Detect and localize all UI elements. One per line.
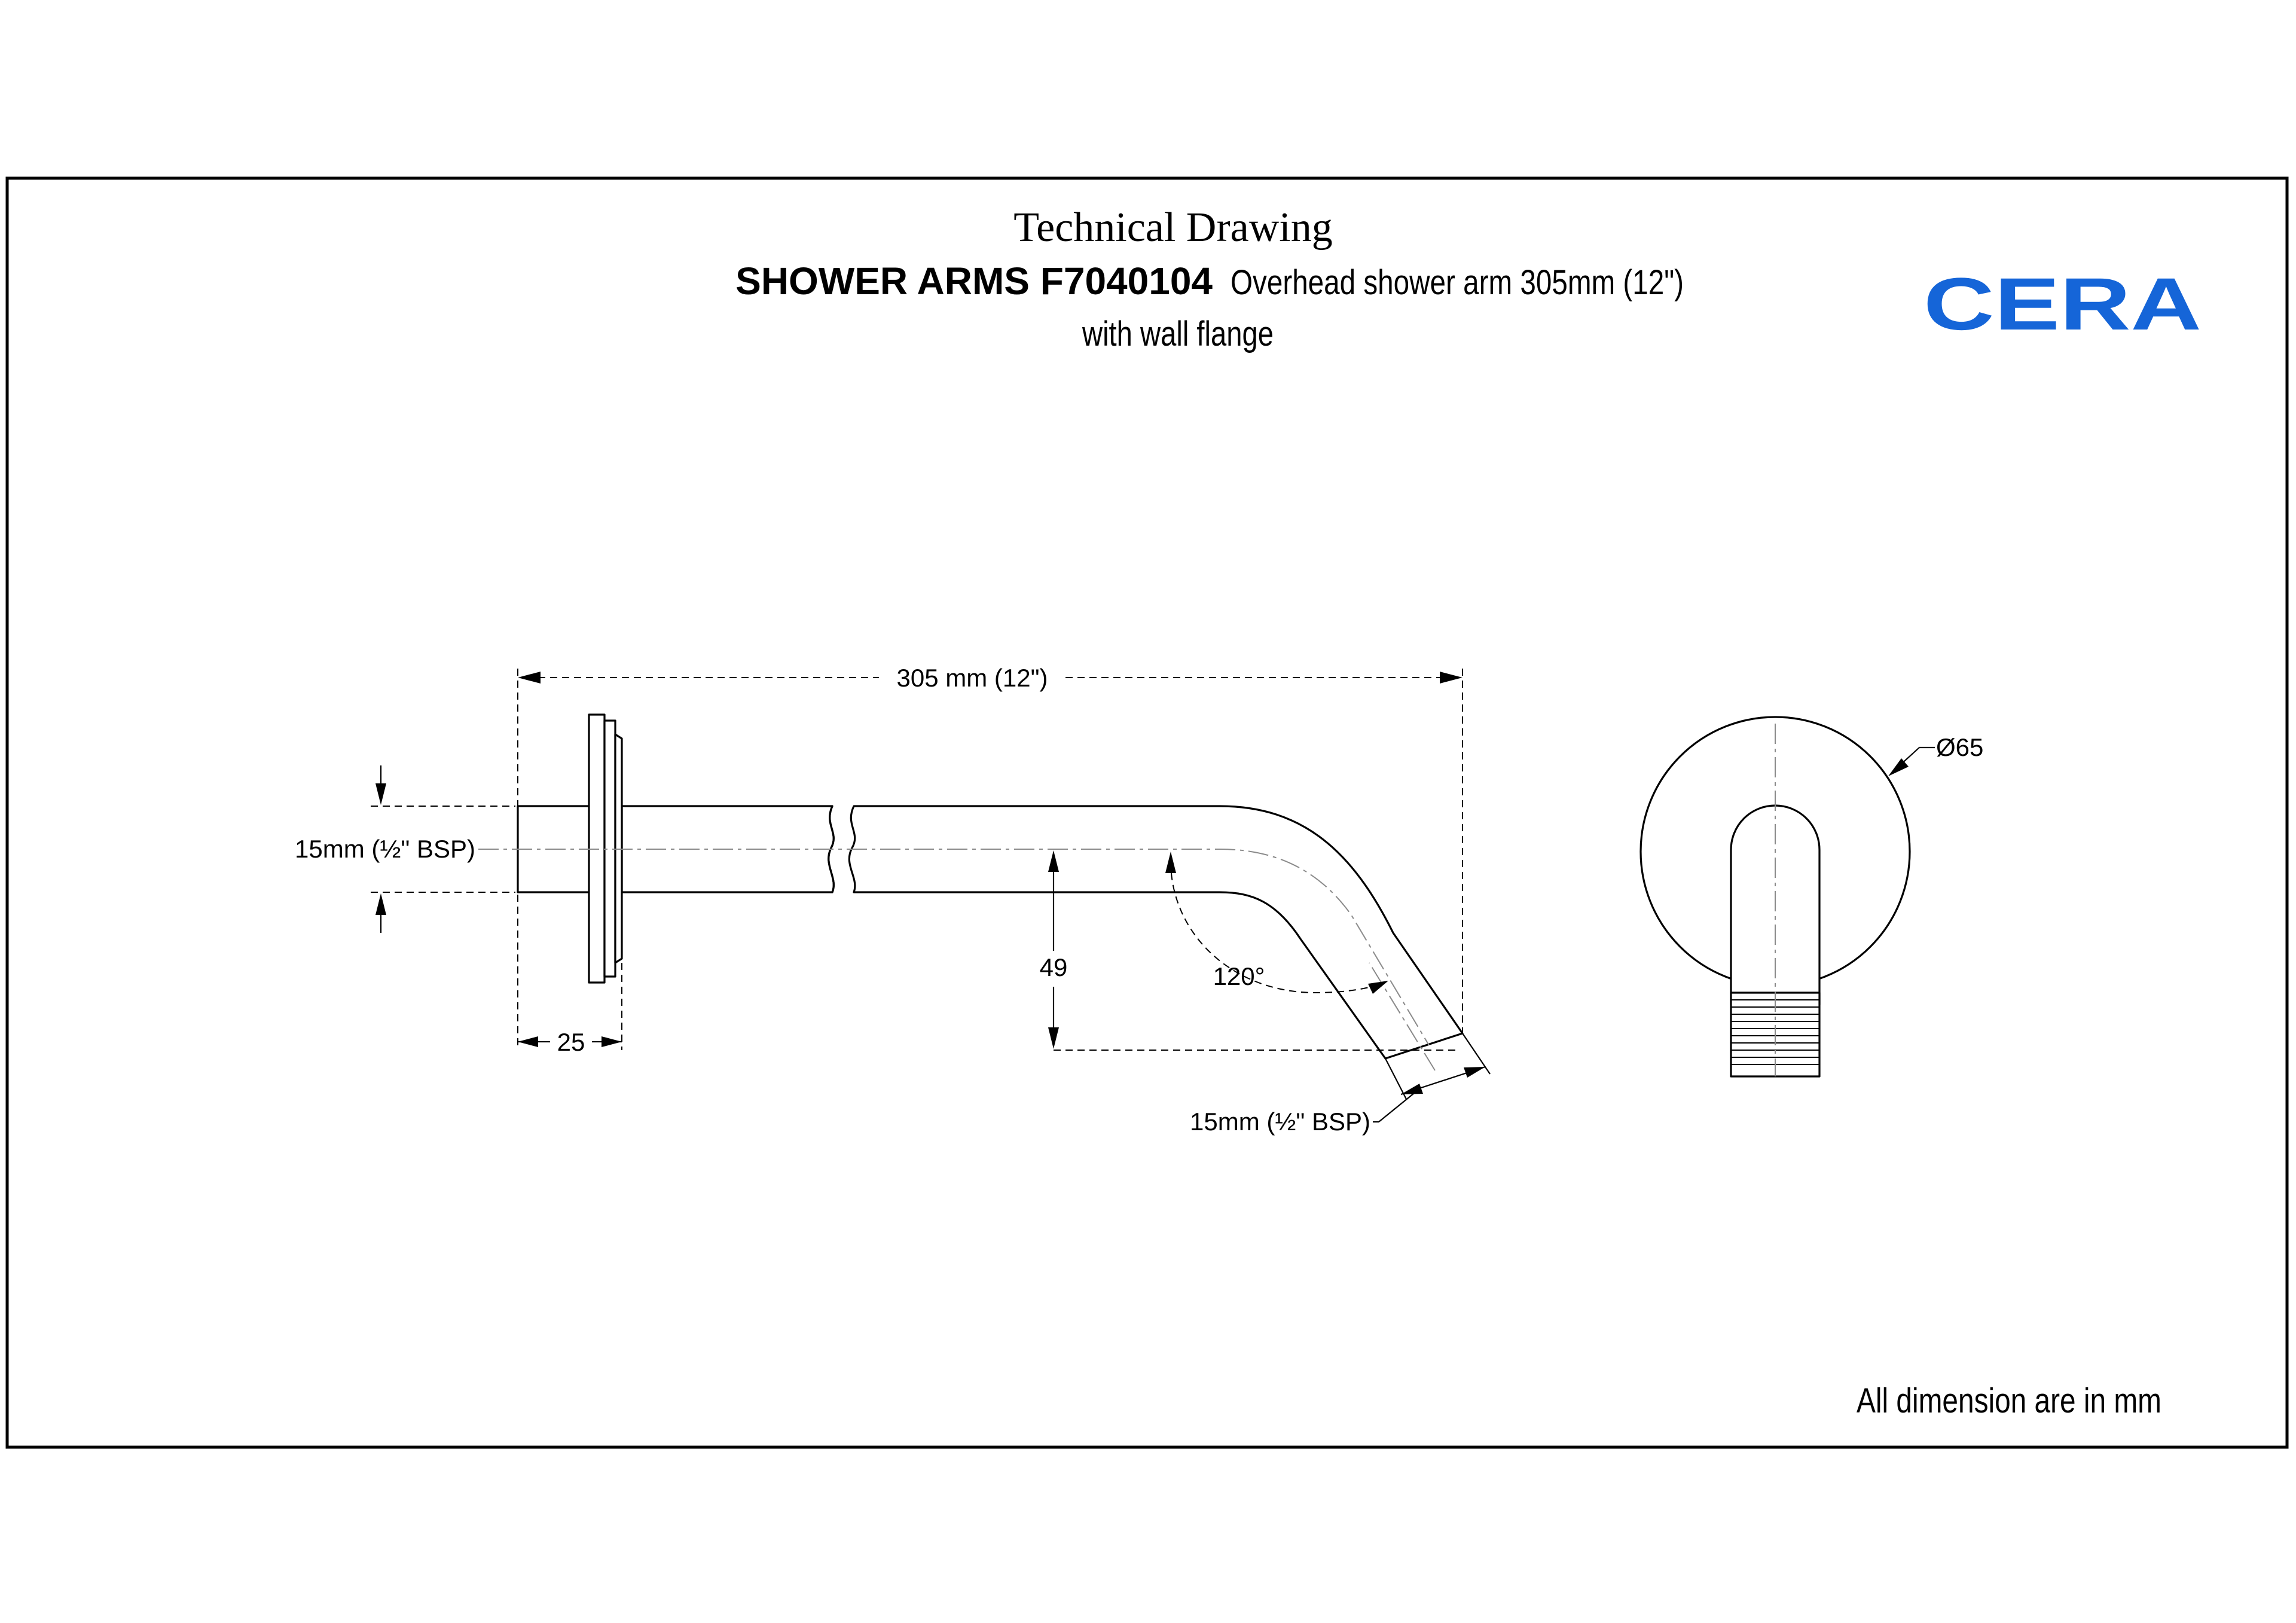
dim-drop-height: 49 [1040, 953, 1068, 981]
dim-outlet-ext-a [1385, 1058, 1407, 1100]
dim-inlet-arrow-top [375, 783, 386, 805]
dim-outlet-arrow-b [1464, 1067, 1485, 1078]
angle-arrow-top [1165, 852, 1176, 873]
dim-inlet-size: 15mm (½" BSP) [295, 835, 475, 863]
dim-49-arrow-bottom [1048, 1027, 1059, 1049]
dim-inlet-arrow-bottom [375, 893, 386, 915]
cera-logo: CERA [1923, 263, 2202, 346]
dim-25-arrow-left [518, 1036, 538, 1047]
shower-arm-bend [848, 805, 1464, 1060]
angle-arc [1170, 861, 1387, 994]
dim-49-arrow-top [1048, 850, 1059, 872]
dim-25-arrow-right [602, 1036, 622, 1047]
dia-leader-arrow [1888, 758, 1909, 776]
dim-305-arrow-left [518, 672, 541, 684]
dim-305-arrow-right [1440, 672, 1463, 684]
outlet-centerline [1369, 962, 1436, 1071]
product-code: SHOWER ARMS F7040104 [735, 260, 1213, 303]
dim-outlet-ext-b [1462, 1033, 1491, 1075]
dim-outlet-arrow-a [1401, 1084, 1423, 1094]
doc-type-title: Technical Drawing [1013, 205, 1332, 251]
side-view: 305 mm (12") 15mm (½" BSP) 25 49 120° [295, 664, 1491, 1136]
break-line-left [828, 805, 835, 893]
arm-centerline [478, 849, 1430, 1046]
units-note: All dimension are in mm [1857, 1381, 2161, 1420]
dim-flange-depth: 25 [557, 1028, 585, 1056]
product-description-line2: with wall flange [1082, 315, 1274, 353]
front-view: Ø65 [1639, 716, 1983, 1078]
dim-outlet-leader [1378, 1090, 1418, 1122]
drawing-frame [5, 176, 2289, 1449]
dim-flange-diameter: Ø65 [1936, 733, 1983, 761]
dim-outlet-size: 15mm (½" BSP) [1190, 1108, 1370, 1136]
angle-arrow-bottom [1368, 981, 1388, 994]
product-description: Overhead shower arm 305mm (12") [1231, 263, 1684, 302]
dim-overall-length: 305 mm (12") [897, 664, 1048, 692]
dim-bend-angle: 120° [1213, 962, 1265, 990]
